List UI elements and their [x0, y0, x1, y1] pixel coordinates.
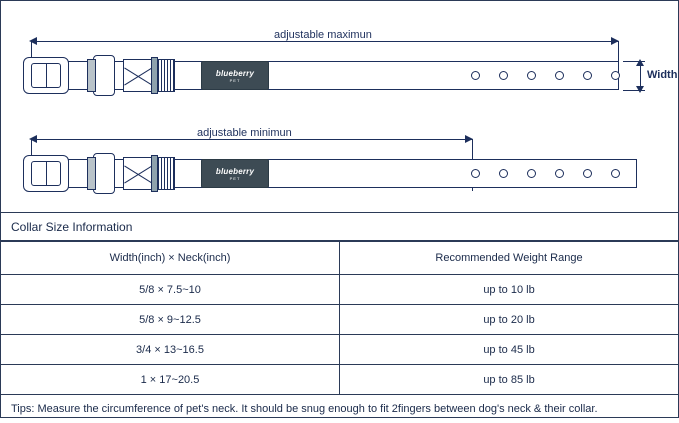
textured-keeper-max	[157, 59, 175, 92]
collar-strap-min	[31, 159, 637, 188]
max-measure-arrow-right	[611, 37, 619, 45]
strap-hole	[583, 169, 592, 178]
textured-keeper-min	[157, 157, 175, 190]
strap-hole	[611, 169, 620, 178]
max-measure-tick-left	[31, 41, 32, 63]
cell-weight: up to 85 lb	[339, 364, 678, 395]
brand-name-max: blueberry	[215, 68, 255, 78]
table-row: 3/4 × 13~16.5 up to 45 lb	[1, 334, 678, 365]
max-measure-tick-right	[618, 41, 619, 63]
cell-size: 1 × 17~20.5	[1, 364, 340, 395]
table-row: 1 × 17~20.5 up to 85 lb	[1, 364, 678, 395]
metal-bar-min	[151, 155, 158, 192]
table-header-row: Width(inch) × Neck(inch) Recommended Wei…	[1, 241, 678, 275]
strap-hole	[555, 169, 564, 178]
strap-hole	[555, 71, 564, 80]
brand-sub-min: PET	[229, 175, 241, 181]
adjustable-maximum-label: adjustable maximun	[274, 29, 372, 41]
strap-hole	[471, 71, 480, 80]
buckle-tongue-min	[46, 161, 47, 186]
adjustable-minimum-label: adjustable minimun	[197, 127, 292, 139]
section-title: Collar Size Information	[1, 213, 678, 241]
buckle-tongue-max	[46, 63, 47, 88]
size-table: Width(inch) × Neck(inch) Recommended Wei…	[1, 241, 678, 395]
cell-size: 3/4 × 13~16.5	[1, 334, 340, 365]
min-measure-arrow-left	[29, 135, 37, 143]
max-measure-line	[31, 41, 619, 42]
width-arrow-up	[636, 59, 644, 66]
d-ring-max	[93, 55, 115, 96]
brand-tag-min: blueberry PET	[201, 159, 269, 188]
metal-bar-max	[151, 57, 158, 94]
slider-adjuster-min	[123, 157, 153, 190]
keeper-loop-min	[87, 157, 96, 190]
brand-sub-max: PET	[229, 77, 241, 83]
min-measure-tick-left	[31, 139, 32, 159]
strap-hole	[527, 71, 536, 80]
width-tick-top	[623, 61, 645, 62]
slider-adjuster-max	[123, 59, 153, 92]
table-row: 5/8 × 7.5~10 up to 10 lb	[1, 274, 678, 305]
strap-hole	[499, 71, 508, 80]
cell-weight: up to 10 lb	[339, 274, 678, 305]
strap-hole	[611, 71, 620, 80]
cell-weight: up to 20 lb	[339, 304, 678, 335]
header-width-neck: Width(inch) × Neck(inch)	[1, 241, 340, 275]
collar-diagram: adjustable maximun blueberry PET	[1, 1, 678, 213]
strap-hole	[583, 71, 592, 80]
strap-hole	[527, 169, 536, 178]
max-measure-arrow-left	[29, 37, 37, 45]
min-measure-arrow-right	[465, 135, 473, 143]
cell-size: 5/8 × 9~12.5	[1, 304, 340, 335]
width-label: Width	[647, 69, 678, 81]
table-row: 5/8 × 9~12.5 up to 20 lb	[1, 304, 678, 335]
width-arrow-down	[636, 86, 644, 93]
min-measure-line	[31, 139, 473, 140]
keeper-loop-max	[87, 59, 96, 92]
brand-name-min: blueberry	[215, 166, 255, 176]
strap-hole	[471, 169, 480, 178]
width-measure-line	[640, 63, 641, 88]
tips-text: Tips: Measure the circumference of pet's…	[11, 403, 598, 415]
header-weight-range: Recommended Weight Range	[339, 241, 678, 275]
width-tick-bottom	[623, 90, 645, 91]
cell-weight: up to 45 lb	[339, 334, 678, 365]
strap-hole	[499, 169, 508, 178]
cell-size: 5/8 × 7.5~10	[1, 274, 340, 305]
d-ring-min	[93, 153, 115, 194]
brand-tag-max: blueberry PET	[201, 61, 269, 90]
